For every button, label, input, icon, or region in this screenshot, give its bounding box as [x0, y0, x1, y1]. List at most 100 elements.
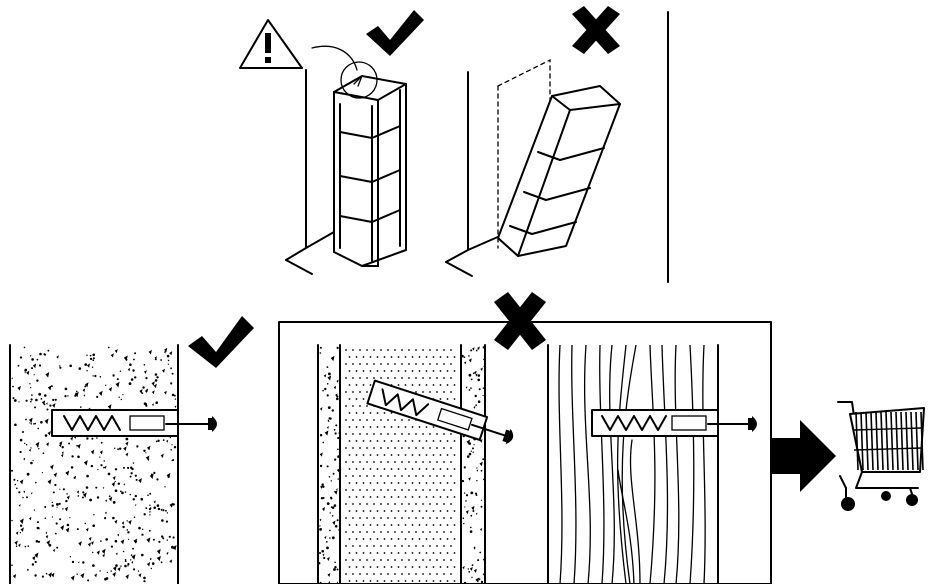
texture-speck: [41, 575, 45, 578]
texture-speck: [334, 566, 337, 569]
texture-speck: [468, 373, 472, 377]
texture-speck: [327, 375, 332, 381]
texture-dot: [348, 496, 351, 498]
texture-dot: [446, 496, 449, 498]
texture-speck: [332, 472, 335, 475]
texture-speck: [335, 393, 338, 397]
texture-dot: [345, 419, 347, 421]
texture-dot: [429, 377, 431, 379]
texture-dot: [394, 349, 396, 351]
texture-dot: [352, 461, 354, 463]
texture-speck: [153, 471, 156, 474]
texture-dot: [429, 559, 431, 561]
texture-dot: [352, 447, 354, 449]
texture-speck: [30, 492, 33, 495]
texture-speck: [128, 519, 132, 525]
texture-speck: [327, 406, 331, 409]
texture-dot: [450, 433, 452, 435]
texture-speck: [479, 439, 483, 443]
texture-speck: [470, 491, 474, 495]
texture-speck: [45, 572, 48, 575]
texture-dot: [366, 419, 368, 421]
texture-speck: [132, 462, 135, 464]
texture-speck: [471, 576, 473, 579]
texture-speck: [78, 541, 82, 547]
texture-dot: [443, 433, 445, 435]
texture-speck: [98, 390, 103, 396]
texture-dot: [352, 503, 354, 505]
texture-dot: [436, 433, 438, 435]
texture-speck: [137, 570, 140, 572]
texture-speck: [90, 464, 94, 468]
texture-speck: [479, 527, 483, 532]
texture-dot: [401, 349, 403, 351]
texture-speck: [111, 481, 116, 487]
texture-speck: [115, 564, 118, 567]
texture-dot: [415, 461, 417, 463]
cart-basket-wire: [860, 411, 864, 471]
texture-dot: [411, 384, 414, 386]
texture-speck: [319, 352, 322, 354]
texture-speck: [49, 404, 52, 407]
texture-dot: [355, 496, 358, 498]
texture-speck: [132, 547, 134, 550]
texture-speck: [35, 441, 40, 448]
texture-speck: [118, 396, 120, 398]
texture-dot: [404, 552, 407, 554]
texture-speck: [470, 349, 473, 352]
texture-speck: [35, 540, 39, 543]
texture-speck: [138, 526, 141, 530]
texture-dot: [443, 475, 445, 477]
texture-dot: [401, 517, 403, 519]
texture-speck: [320, 433, 323, 437]
texture-speck: [325, 541, 328, 543]
wood-grain-texture: [558, 345, 706, 584]
texture-dot: [397, 440, 400, 442]
texture-dot: [439, 440, 442, 442]
texture-dot: [439, 524, 442, 526]
texture-speck: [96, 550, 100, 555]
texture-speck: [64, 506, 68, 512]
texture-dot: [411, 468, 414, 470]
texture-speck: [148, 349, 152, 355]
texture-dot: [362, 510, 365, 512]
texture-speck: [144, 389, 148, 394]
texture-dot: [366, 363, 368, 365]
texture-dot: [383, 482, 386, 484]
texture-dot: [345, 405, 347, 407]
texture-dot: [439, 482, 442, 484]
texture-speck: [167, 359, 170, 362]
texture-speck: [92, 353, 95, 357]
texture-dot: [376, 566, 379, 568]
texture-speck: [26, 370, 30, 376]
texture-speck: [22, 431, 24, 433]
texture-speck: [151, 403, 154, 407]
texture-dot: [401, 433, 403, 435]
texture-speck: [471, 564, 474, 567]
texture-dot: [453, 440, 456, 442]
texture-dot: [408, 461, 410, 463]
texture-speck: [105, 538, 108, 541]
texture-dot: [408, 419, 410, 421]
texture-speck: [130, 466, 133, 469]
texture-speck: [334, 525, 338, 528]
texture-speck: [100, 540, 102, 542]
texture-speck: [119, 447, 122, 450]
texture-dot: [422, 461, 424, 463]
texture-speck: [328, 372, 331, 376]
texture-dot: [450, 559, 452, 561]
texture-speck: [142, 386, 145, 389]
texture-speck: [464, 506, 466, 508]
texture-dot: [443, 503, 445, 505]
texture-dot: [394, 573, 396, 575]
texture-dot: [362, 370, 365, 372]
texture-dot: [408, 503, 410, 505]
texture-speck: [153, 500, 156, 504]
texture-speck: [115, 381, 120, 388]
texture-speck: [329, 529, 331, 532]
texture-dot: [429, 391, 431, 393]
texture-speck: [465, 509, 469, 515]
texture-dot: [425, 580, 428, 582]
texture-dot: [366, 545, 368, 547]
texture-speck: [76, 528, 79, 531]
